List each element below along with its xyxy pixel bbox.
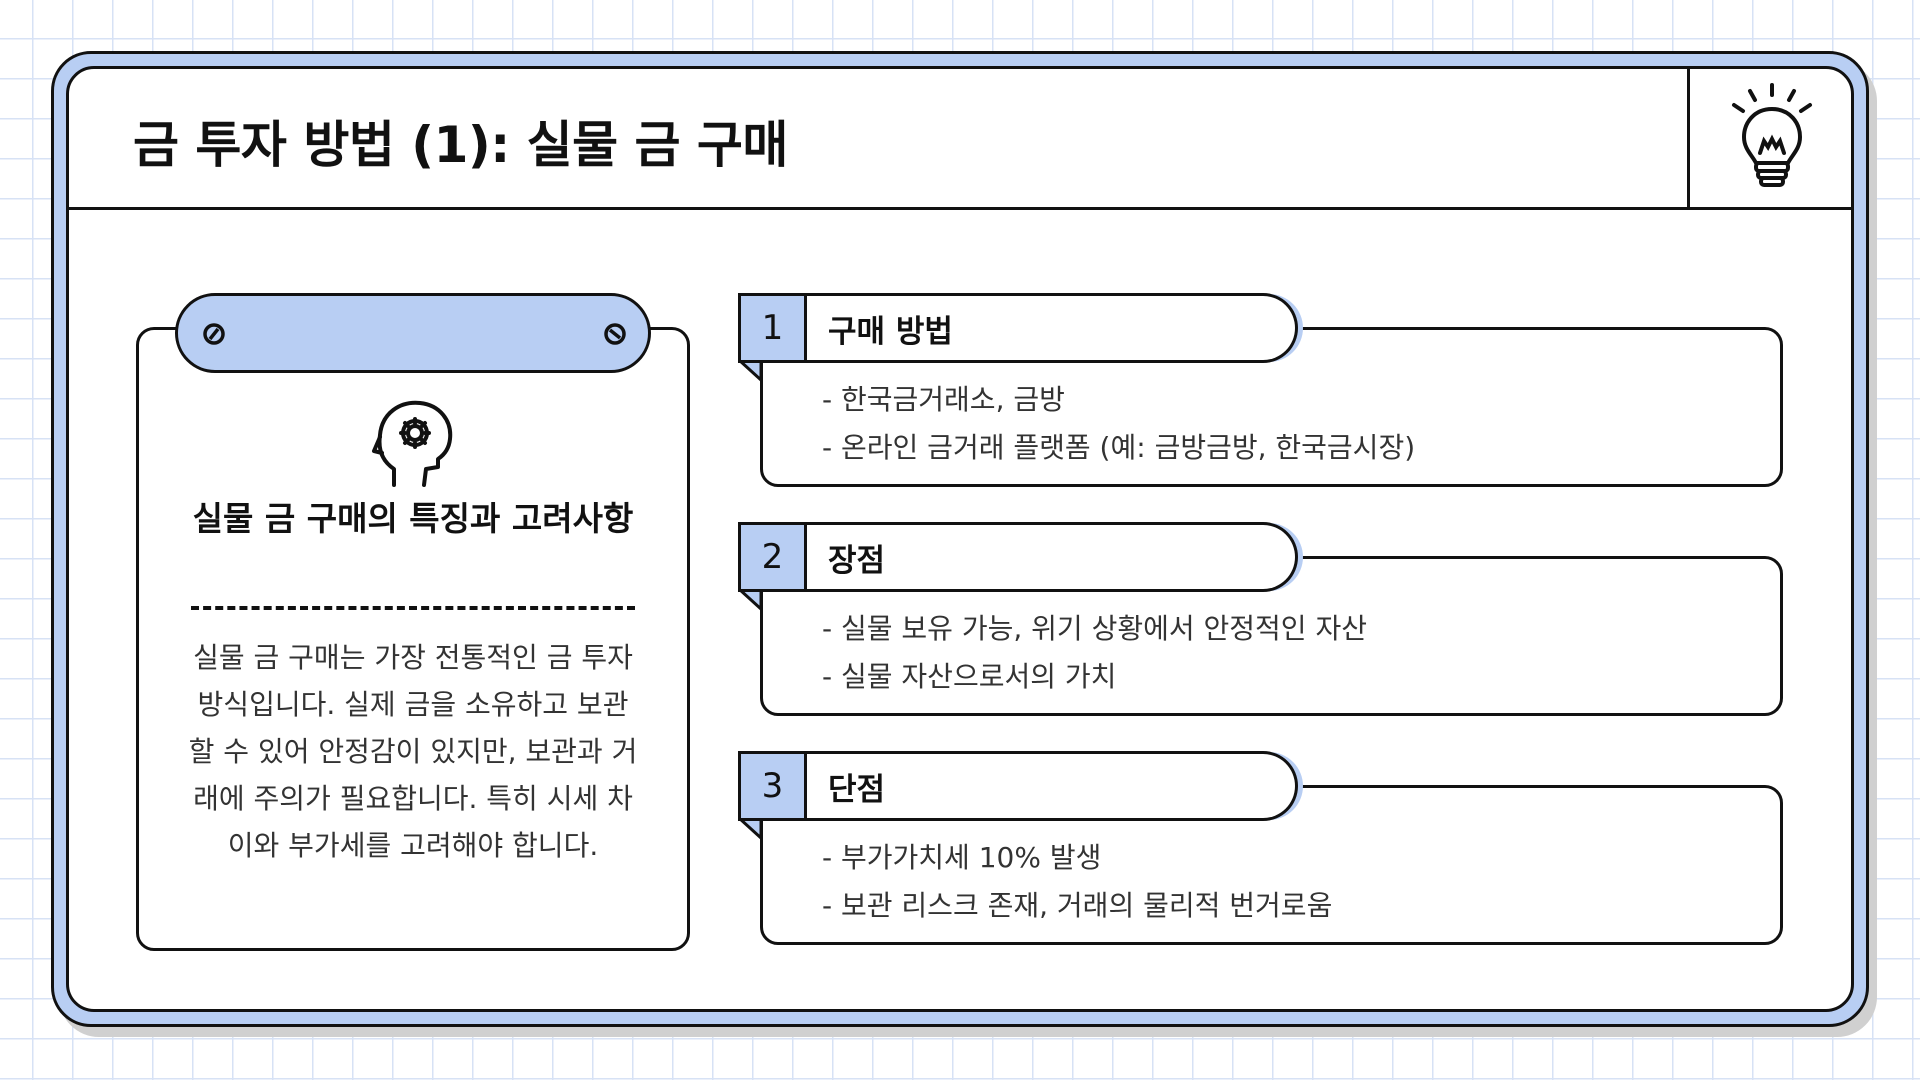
title-bar: 금 투자 방법 (1): 실물 금 구매 — [69, 69, 1851, 210]
card-body-text: 실물 금 구매는 가장 전통적인 금 투자 방식입니다. 실제 금을 소유하고 … — [188, 641, 638, 862]
header-icon-box — [1687, 69, 1851, 210]
tab-fold — [738, 360, 762, 382]
head-gear-icon — [372, 400, 453, 487]
item-title-3: 단점 — [828, 772, 886, 808]
item-line: - 한국금거래소, 금방 — [822, 383, 1065, 416]
item-line: - 부가가치세 10% 발생 — [822, 841, 1102, 874]
card-divider — [191, 606, 635, 610]
item-line: - 보관 리스크 존재, 거래의 물리적 번거로움 — [822, 889, 1333, 922]
card-pill-header — [175, 293, 651, 373]
item-title-2: 장점 — [828, 543, 886, 579]
tab-fold — [738, 589, 762, 611]
screw-icon — [203, 323, 225, 345]
tab-fold — [738, 818, 762, 840]
item-line: - 온라인 금거래 플랫폼 (예: 금방금방, 한국금시장) — [822, 431, 1416, 464]
item-number-2: 2 — [738, 522, 807, 592]
page-title: 금 투자 방법 (1): 실물 금 구매 — [133, 116, 788, 174]
item-tab-1 — [738, 293, 1298, 363]
card-heading: 실물 금 구매의 특징과 고려사항 — [192, 499, 634, 538]
screw-icon — [604, 323, 626, 345]
item-number-3: 3 — [738, 751, 807, 821]
item-line: - 실물 자산으로서의 가치 — [822, 660, 1117, 693]
item-tab-3 — [738, 751, 1298, 821]
item-tab-2 — [738, 522, 1298, 592]
item-number-1: 1 — [738, 293, 807, 363]
info-card — [136, 327, 690, 951]
item-title-1: 구매 방법 — [828, 314, 953, 350]
item-line: - 실물 보유 가능, 위기 상황에서 안정적인 자산 — [822, 612, 1367, 645]
lightbulb-icon — [1732, 83, 1812, 187]
